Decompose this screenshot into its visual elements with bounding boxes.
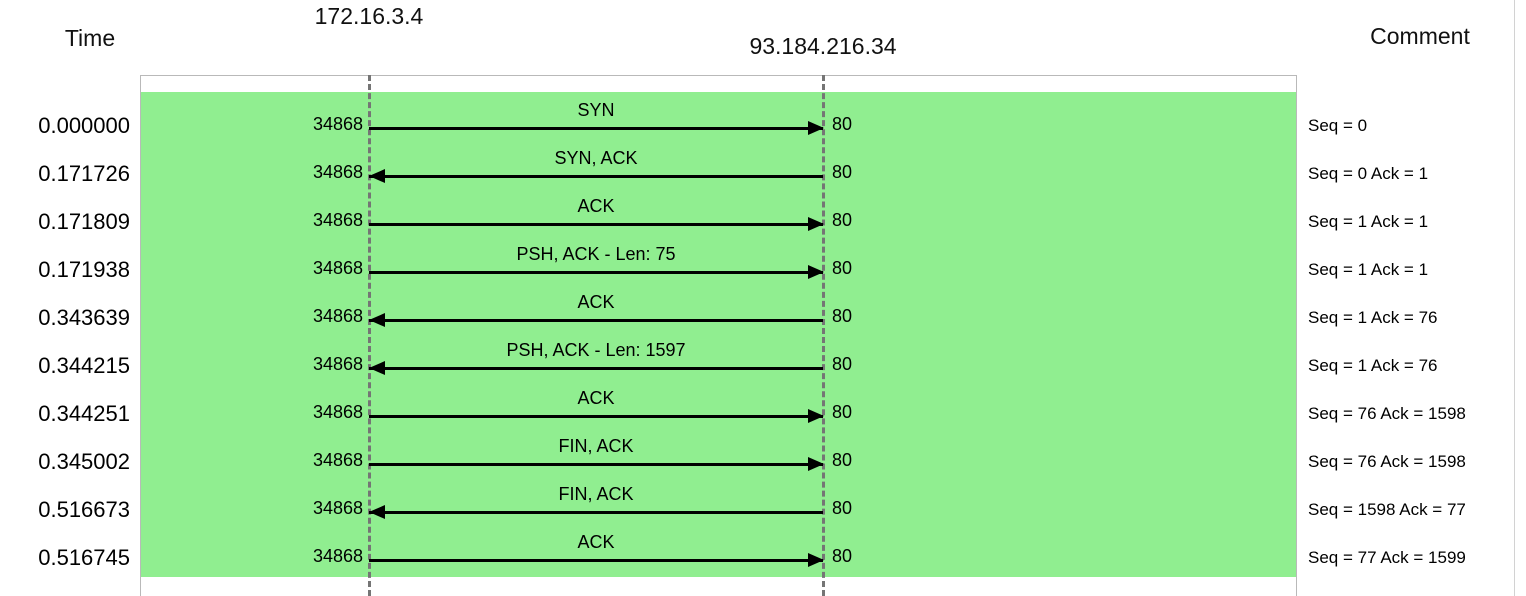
source-port-label: 34868 [312, 258, 363, 278]
message-line [369, 223, 823, 226]
flow-highlight-band [140, 92, 1296, 577]
column-header-time: Time [64, 25, 116, 51]
time-label: 0.344251 [38, 401, 130, 426]
column-header-comment: Comment [1370, 23, 1470, 49]
source-port-label: 34868 [312, 354, 363, 374]
destination-port-label: 80 [832, 114, 853, 134]
comment-label: Seq = 0 Ack = 1 [1308, 164, 1429, 183]
message-label: FIN, ACK [558, 436, 634, 456]
arrow-right-icon [808, 217, 824, 231]
comment-label: Seq = 1 Ack = 1 [1308, 212, 1429, 231]
destination-port-label: 80 [832, 258, 853, 278]
message-label: PSH, ACK - Len: 1597 [506, 340, 686, 360]
time-label: 0.171809 [38, 209, 130, 234]
source-port-label: 34868 [312, 450, 363, 470]
arrow-left-icon [369, 505, 385, 519]
message-label: PSH, ACK - Len: 75 [516, 244, 676, 264]
destination-port-label: 80 [832, 162, 853, 182]
arrow-left-icon [369, 361, 385, 375]
message-label: ACK [577, 388, 615, 408]
arrow-right-icon [808, 409, 824, 423]
message-line [369, 415, 823, 418]
flow-diagram-frame [140, 75, 1297, 596]
source-port-label: 34868 [312, 306, 363, 326]
lifeline-destination [822, 75, 825, 596]
comment-label: Seq = 1 Ack = 76 [1308, 308, 1438, 327]
time-label: 0.516745 [38, 545, 130, 570]
message-line [369, 511, 823, 514]
destination-port-label: 80 [832, 402, 853, 422]
arrow-right-icon [808, 265, 824, 279]
time-label: 0.344215 [38, 353, 130, 378]
source-port-label: 34868 [312, 162, 363, 182]
lifeline-source [368, 75, 371, 596]
destination-port-label: 80 [832, 306, 853, 326]
source-port-label: 34868 [312, 498, 363, 518]
arrow-left-icon [369, 313, 385, 327]
message-label: ACK [577, 196, 615, 216]
time-label: 0.000000 [38, 113, 130, 138]
comment-label: Seq = 76 Ack = 1598 [1308, 452, 1466, 471]
source-port-label: 34868 [312, 546, 363, 566]
message-label: ACK [577, 532, 615, 552]
lifeline-header-source: 172.16.3.4 [314, 3, 424, 29]
arrow-right-icon [808, 457, 824, 471]
arrow-right-icon [808, 121, 824, 135]
message-label: SYN, ACK [554, 148, 638, 168]
message-line [369, 559, 823, 562]
message-label: FIN, ACK [558, 484, 634, 504]
message-line [369, 175, 823, 178]
destination-port-label: 80 [832, 450, 853, 470]
message-line [369, 367, 823, 370]
time-label: 0.345002 [38, 449, 130, 474]
destination-port-label: 80 [832, 498, 853, 518]
message-label: ACK [577, 292, 615, 312]
message-label: SYN [577, 100, 615, 120]
arrow-right-icon [808, 553, 824, 567]
time-label: 0.516673 [38, 497, 130, 522]
destination-port-label: 80 [832, 210, 853, 230]
destination-port-label: 80 [832, 546, 853, 566]
comment-label: Seq = 1 Ack = 76 [1308, 356, 1438, 375]
message-line [369, 271, 823, 274]
source-port-label: 34868 [312, 114, 363, 134]
time-label: 0.171938 [38, 257, 130, 282]
lifeline-header-destination: 93.184.216.34 [749, 33, 897, 59]
comment-label: Seq = 76 Ack = 1598 [1308, 404, 1466, 423]
comment-label: Seq = 1 Ack = 1 [1308, 260, 1429, 279]
time-label: 0.343639 [38, 305, 130, 330]
panel-divider [1514, 0, 1515, 596]
source-port-label: 34868 [312, 402, 363, 422]
comment-label: Seq = 1598 Ack = 77 [1308, 500, 1466, 519]
message-line [369, 319, 823, 322]
source-port-label: 34868 [312, 210, 363, 230]
comment-label: Seq = 77 Ack = 1599 [1308, 548, 1466, 567]
arrow-left-icon [369, 169, 385, 183]
comment-label: Seq = 0 [1308, 116, 1368, 135]
message-line [369, 463, 823, 466]
destination-port-label: 80 [832, 354, 853, 374]
message-line [369, 127, 823, 130]
time-label: 0.171726 [38, 161, 130, 186]
